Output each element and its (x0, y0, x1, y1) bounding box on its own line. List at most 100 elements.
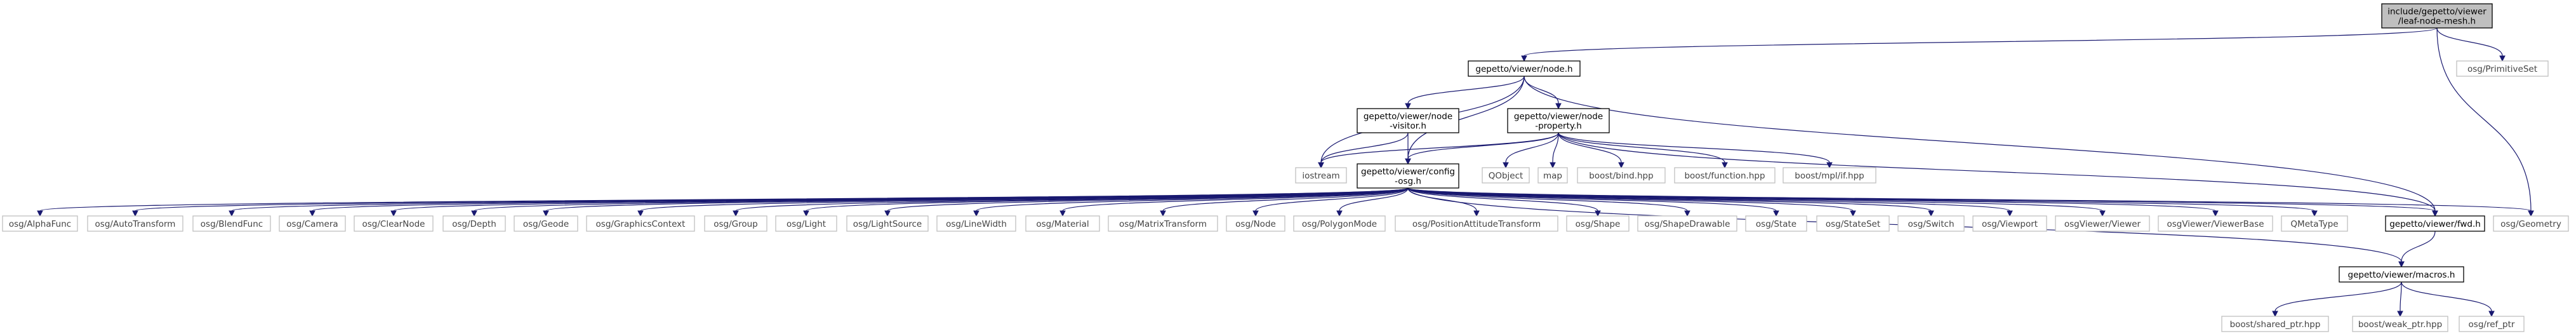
node-label: osg/PrimitiveSet (2467, 64, 2537, 74)
node-shape: osg/Shape (1566, 215, 1630, 232)
edge-line (2401, 281, 2492, 312)
node-label: gepetto/viewer/macros.h (2348, 270, 2455, 280)
arrowhead (132, 210, 138, 217)
edge-config-to-viewerbase (1407, 187, 2219, 217)
arrowhead (1773, 210, 1779, 217)
edge-config-to-polygonmode (1336, 187, 1409, 217)
node-box (442, 215, 506, 232)
node-lightsource: osg/LightSource (846, 215, 929, 232)
node-box (2385, 215, 2485, 232)
node-label: gepetto/viewer/config (1361, 167, 1455, 177)
node-box (514, 215, 578, 232)
node-camera: osg/Camera (279, 215, 346, 232)
edge-line (474, 187, 1409, 212)
node-box (2221, 316, 2329, 332)
node-matrixtransform: osg/MatrixTransform (1108, 215, 1218, 232)
node-label: osg/AlphaFunc (9, 219, 71, 229)
arrowhead (309, 210, 315, 217)
arrowhead (37, 210, 43, 217)
node-label: osgViewer/Viewer (2064, 219, 2141, 229)
node-box (279, 215, 346, 232)
edge-config-to-geometry (1407, 187, 2534, 217)
node-box (1108, 215, 1218, 232)
node-label: gepetto/viewer/node (1514, 112, 1603, 122)
arrowhead (2397, 311, 2403, 318)
edge-node-to-property (1524, 76, 1562, 110)
arrowhead (2272, 311, 2278, 318)
node-box (2456, 60, 2549, 77)
edge-line (976, 187, 1409, 212)
node-primset: osg/PrimitiveSet (2456, 60, 2549, 77)
node-visitor[interactable]: gepetto/viewer/node-visitor.h (1357, 108, 1459, 133)
node-bind: boost/bind.hpp (1577, 167, 1666, 184)
node-macros[interactable]: gepetto/viewer/macros.h (2339, 266, 2464, 283)
node-label: boost/bind.hpp (1589, 171, 1653, 181)
node-box (2281, 215, 2348, 232)
edge-leaf-to-node (1521, 27, 2438, 62)
node-label: gepetto/viewer/fwd.h (2389, 219, 2481, 229)
node-box (704, 215, 767, 232)
edge-config-to-shapedrawable (1407, 187, 1690, 217)
node-label: osg/Light (787, 219, 826, 229)
arrowhead (543, 210, 549, 217)
edge-line (1558, 132, 1830, 163)
arrowhead (2311, 210, 2318, 217)
edge-line (1407, 76, 1525, 159)
node-leaf[interactable]: include/gepetto/viewer/leaf-node-mesh.h (2381, 3, 2493, 29)
node-label: -visitor.h (1390, 121, 1426, 131)
node-label: osg/StateSet (1826, 219, 1880, 229)
node-weakptr: boost/weak_ptr.hpp (2352, 316, 2448, 332)
edge-config-to-viewer (1407, 187, 2106, 217)
node-label: osg/Group (714, 219, 758, 229)
node-function: boost/function.hpp (1674, 167, 1776, 184)
arrowhead (1405, 103, 1411, 110)
arrowhead (1618, 162, 1624, 169)
node-box (1357, 108, 1459, 133)
edge-line (2400, 281, 2402, 312)
node-label: osg/ref_ptr (2469, 319, 2515, 330)
node-graphicscontext: osg/GraphicsContext (586, 215, 695, 232)
edge-line (1524, 27, 2438, 57)
node-box (2459, 316, 2525, 332)
node-label: osg/LineWidth (946, 219, 1007, 229)
node-box (1357, 163, 1459, 189)
edge-fwd-to-macros (2398, 231, 2436, 268)
edge-config-to-lightsource (884, 187, 1409, 217)
node-box (2158, 215, 2273, 232)
node-label: QMetaType (2290, 219, 2338, 229)
node-label: osg/Geometry (2500, 219, 2561, 229)
edge-property-to-qobject (1503, 132, 1559, 169)
node-config[interactable]: gepetto/viewer/config-osg.h (1357, 163, 1459, 189)
node-label: QObject (1489, 171, 1524, 181)
node-property[interactable]: gepetto/viewer/node-property.h (1507, 108, 1610, 133)
node-depth: osg/Depth (442, 215, 506, 232)
node-label: osg/ShapeDrawable (1645, 219, 1730, 229)
node-label: -property.h (1535, 121, 1582, 131)
node-label: osg/ClearNode (362, 219, 425, 229)
arrowhead (1405, 158, 1411, 165)
edge-config-to-material (1059, 187, 1409, 217)
node-fwd[interactable]: gepetto/viewer/fwd.h (2385, 215, 2485, 232)
edge-line (887, 187, 1409, 212)
edge-line (2436, 27, 2503, 57)
arrowhead (229, 210, 235, 217)
arrowhead (1473, 210, 1480, 217)
node-label: osg/Viewport (1982, 219, 2038, 229)
node-box (1295, 167, 1347, 184)
node-iostream: iostream (1295, 167, 1347, 184)
node-label: boost/shared_ptr.hpp (2230, 319, 2321, 330)
node-box (1537, 167, 1568, 184)
node-blendfunc: osg/BlendFunc (192, 215, 271, 232)
arrowhead (1684, 210, 1690, 217)
node-label: osg/BlendFunc (201, 219, 263, 229)
node-viewport: osg/Viewport (1972, 215, 2047, 232)
node-box (1468, 60, 1581, 77)
node-posatt: osg/PositionAttitudeTransform (1395, 215, 1558, 232)
edge-layer (37, 27, 2534, 318)
edge-property-to-bind (1558, 132, 1624, 169)
node-stateset: osg/StateSet (1816, 215, 1890, 232)
node-node[interactable]: gepetto/viewer/node.h (1468, 60, 1581, 77)
node-box (2493, 215, 2569, 232)
edge-line (1505, 132, 1559, 163)
